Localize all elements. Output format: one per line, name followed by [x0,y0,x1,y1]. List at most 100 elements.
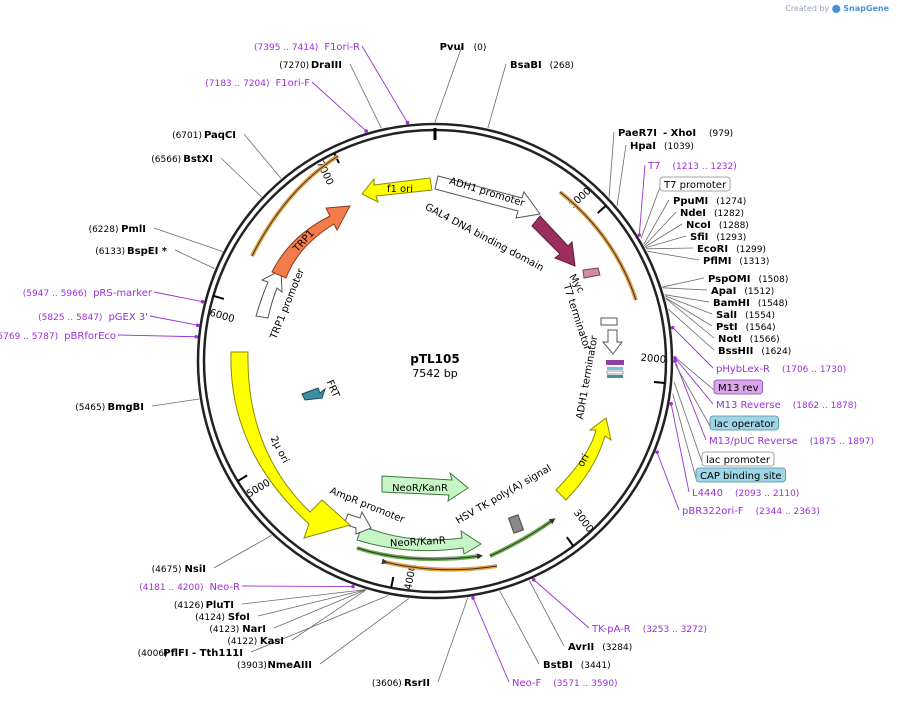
primer-binding-mark [669,402,673,406]
f1-ori-feature [361,177,433,203]
enzyme-leader-line [646,247,694,250]
primer-range: (1862 .. 1878) [793,401,857,411]
tick-label: 5000 [245,477,272,500]
enzyme-site-label: PflFI - Tth111I(4006) [138,648,243,659]
feature-box-text: lac promoter [706,455,771,466]
boxed-feature-label: T7 promoter [659,176,731,192]
enzyme-site-label: BsaBI (268) [510,60,574,71]
enzyme-leader-line [662,287,708,291]
primer-binding-mark [670,325,675,330]
primer-label: Neo-R(4181 .. 4200) [139,582,240,593]
primer-range: (5769 .. 5787) [0,332,58,342]
enzyme-site-label: PspOMI(1508) [708,274,788,285]
enzyme-position: (268) [550,61,574,71]
primer-leader-line [472,597,510,683]
enzyme-site-label: PflMI(1313) [703,256,769,267]
enzyme-name: KasI [260,636,284,647]
enzyme-leader-line [437,597,469,683]
enzyme-position: (1564) [746,323,776,333]
primer-leader-line [241,585,353,587]
enzyme-name: PspOMI [708,274,750,285]
enzyme-site-label: BspEI *(6133) [95,246,168,257]
enzyme-site-label: NotI(1566) [718,334,780,345]
primer-range: (2344 .. 2363) [756,507,820,517]
adh1-promoter-feature [434,175,541,219]
watermark-prefix: Created by [785,4,830,13]
enzyme-name: PflMI [703,256,731,267]
hsv-tk-polya-feature [507,514,525,534]
primer-leader-line [672,327,714,369]
enzyme-position: (4123) [209,625,239,635]
tick-mark [597,204,607,214]
enzyme-name: PstI [716,322,738,333]
enzyme-leader-line [153,227,223,252]
boxed-feature-label: CAP binding site [695,467,786,483]
label-layer: PvuI(0) BsaBI (268) PaeR7I- XhoI(979) HpaI(1… [0,42,874,689]
enzyme-position: (3441) [581,661,611,671]
feature-leader-line [674,356,715,391]
neo-outer-arc-2-inner [356,547,483,560]
enzyme-leader-line [291,589,367,641]
enzyme-site-label: PmlI(6228) [89,224,146,235]
enzyme-site-label: HpaI(1039) [630,141,694,152]
enzyme-name: EcoRI [697,244,728,255]
enzyme-leader-line [220,157,262,198]
primer-binding-mark [200,299,205,304]
primer-binding-mark [673,359,677,363]
neokan-1-label: NeoR/KanR [392,483,448,494]
enzyme-name: PpuMI [673,196,708,207]
primer-leader-line [638,164,646,236]
enzyme-position: (4122) [227,637,257,647]
enzyme-leader-line [319,598,410,665]
feature-leader-line [673,381,703,463]
enzyme-position: (6701) [172,131,202,141]
primer-name: pBR322ori-F [682,506,744,517]
primer-name: pBRforEco [64,331,116,342]
snapgene-watermark: Created by ⬤ SnapGene [785,4,889,13]
primer-name: M13/pUC Reverse [709,436,798,447]
primer-leader-line [117,334,197,338]
enzyme-site-label: DraIII(7270) [279,60,342,71]
enzyme-leader-line [241,589,366,605]
feature-box-text: M13 rev [718,383,759,394]
enzyme-name: NdeI [680,208,706,219]
tick-label: 3000 [571,508,595,535]
enzyme-position: (1548) [758,299,788,309]
tick-label: 6000 [208,308,236,326]
enzyme-name: AvrII [568,642,594,653]
enzyme-position: (7270) [279,61,309,71]
enzyme-position: (1039) [664,142,694,152]
enzyme-site-label: PluTI(4126) [174,600,234,611]
enzyme-site-label: PaeR7I- XhoI(979) [618,128,733,139]
neo-outer-arc-inner [489,518,556,557]
primer-label: pRS-marker(5947 .. 5966) [23,288,153,299]
feature-label-box [701,451,775,467]
enzyme-name: ApaI [711,286,736,297]
primer-binding-mark [637,233,642,237]
enzyme-name: BstBI [543,660,573,671]
enzyme-position: (6228) [89,225,119,235]
enzyme-site-label: PvuI(0) [440,42,487,53]
frt-label: FRT [324,378,342,400]
primer-leader-line [656,451,680,511]
primer-name: M13 Reverse [716,400,781,411]
enzyme-leader-line [664,294,710,303]
enzyme-site-label: EcoRI(1299) [697,244,766,255]
backbone-outer-ring [196,122,674,600]
enzyme-site-label: SfiI(1293) [690,232,746,243]
enzyme-site-label: NcoI(1288) [686,220,749,231]
primer-label: pBR322ori-F (2344 .. 2363) [682,506,820,517]
enzyme-name: BsaBI [510,60,542,71]
primer-range: (1213 .. 1232) [672,162,736,172]
primer-name: F1ori-F [276,78,311,89]
lac-promoter-site [606,370,624,375]
primer-name: L4440 [692,488,723,499]
enzyme-site-label: RsrII(3606) [372,678,430,689]
snapgene-logo-icon: ⬤ [831,4,841,13]
enzyme-site-label: NdeI(1282) [680,208,744,219]
primer-label: T7(1213 .. 1232) [647,161,737,172]
primer-range: (5947 .. 5966) [23,289,87,299]
enzyme-name: NsiI [185,564,206,575]
myc-feature [582,267,601,279]
primer-binding-mark [471,596,475,600]
